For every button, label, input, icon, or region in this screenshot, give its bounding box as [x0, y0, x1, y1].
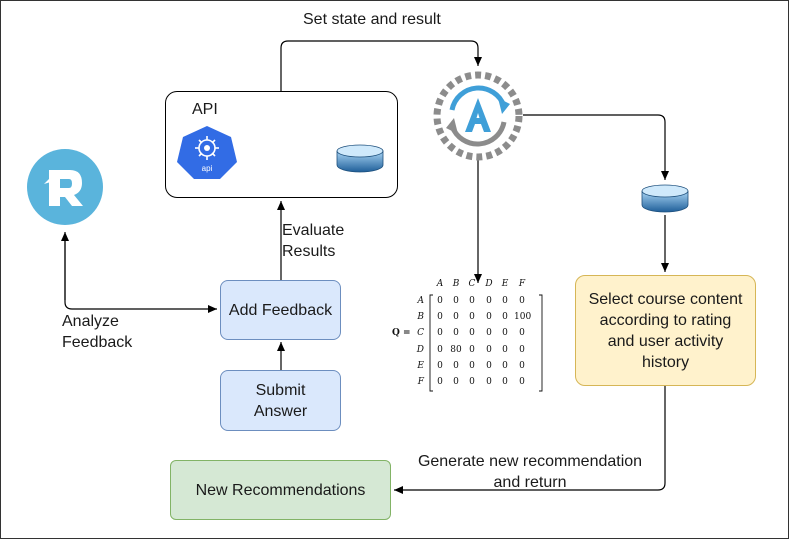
matrix-cell: 0 [469, 312, 475, 322]
matrix-col-label: E [501, 279, 509, 289]
add-feedback-label: Add Feedback [228, 301, 333, 319]
matrix-cell: 0 [437, 328, 443, 338]
analyze-label: Analyze Feedback [62, 313, 133, 351]
matrix-row-label: A [417, 296, 425, 306]
matrix-cell: 80 [450, 345, 462, 355]
matrix-cell: 0 [469, 345, 475, 355]
matrix-name: Q = [392, 328, 411, 338]
matrix-cell: 0 [486, 328, 492, 338]
matrix-cell: 100 [514, 312, 532, 322]
matrix-brackets [429, 294, 543, 392]
matrix-cell: 0 [502, 345, 508, 355]
submit-answer-line2: Answer [253, 402, 308, 420]
matrix-cell: 0 [453, 296, 459, 306]
matrix-cell: 0 [469, 296, 475, 306]
matrix-cell: 0 [453, 377, 459, 387]
kubernetes-api-icon: api [177, 126, 237, 179]
matrix-cell: 0 [502, 328, 508, 338]
matrix-col-label: D [485, 279, 493, 289]
matrix-cell: 0 [453, 361, 459, 371]
matrix-cell: 0 [469, 328, 475, 338]
add-feedback-node[interactable]: Add Feedback [220, 280, 341, 340]
matrix-cell: 0 [437, 296, 443, 306]
select-course-line4: history [641, 353, 690, 371]
matrix-cell: 0 [502, 312, 508, 322]
circular-a-icon [433, 71, 523, 161]
matrix-cell: 0 [486, 296, 492, 306]
matrix-row-label: F [417, 377, 424, 387]
matrix-cell: 0 [486, 361, 492, 371]
edge-analyze [64, 234, 217, 313]
generate-label: Generate new recommendation and return [417, 453, 643, 491]
matrix-row-label: D [416, 345, 424, 355]
select-course-line3: and user activity [607, 332, 724, 350]
api-label: API [192, 101, 218, 118]
matrix-cell: 0 [453, 312, 459, 322]
refresh-r-icon [27, 149, 103, 225]
submit-answer-line1: Submit [255, 381, 306, 399]
evaluate-label: Evaluate Results [282, 222, 345, 260]
new-recommendations-label: New Recommendations [195, 481, 366, 499]
matrix-cell: 0 [437, 312, 443, 322]
matrix-cell: 0 [519, 361, 525, 371]
matrix-row-label: E [417, 361, 424, 371]
database-icon [336, 144, 384, 173]
edge-generate [394, 386, 666, 494]
select-course-node[interactable]: Select course content according to ratin… [575, 275, 756, 386]
matrix-col-label: C [468, 279, 476, 289]
matrix-row-label: B [417, 312, 424, 322]
new-recommendations-node[interactable]: New Recommendations [170, 460, 391, 520]
matrix-cell: 0 [502, 361, 508, 371]
select-course-line1: Select course content [588, 290, 743, 308]
set-state-label: Set state and result [303, 11, 441, 28]
matrix-cell: 0 [519, 377, 525, 387]
matrix-cell: 0 [519, 296, 525, 306]
matrix-cell: 0 [519, 328, 525, 338]
matrix-col-label: A [436, 279, 444, 289]
database-icon-right [641, 184, 689, 213]
matrix-cell: 0 [469, 377, 475, 387]
matrix-col-label: B [452, 279, 460, 289]
select-course-line2: according to rating [599, 311, 732, 329]
matrix-cell: 0 [453, 328, 459, 338]
api-icon-text: api [202, 164, 213, 173]
matrix-cell: 0 [437, 377, 443, 387]
matrix-cell: 0 [486, 345, 492, 355]
matrix-cell: 0 [437, 345, 443, 355]
matrix-cell: 0 [486, 312, 492, 322]
edge-set-state [280, 40, 482, 91]
edge-algo-to-db [523, 114, 669, 180]
matrix-cell: 0 [519, 345, 525, 355]
matrix-cell: 0 [502, 377, 508, 387]
matrix-cell: 0 [469, 361, 475, 371]
submit-answer-node[interactable]: Submit Answer [220, 370, 341, 431]
matrix-row-label: C [417, 328, 424, 338]
matrix-cell: 0 [486, 377, 492, 387]
matrix-col-label: F [518, 279, 526, 289]
matrix-cell: 0 [437, 361, 443, 371]
matrix-cell: 0 [502, 296, 508, 306]
